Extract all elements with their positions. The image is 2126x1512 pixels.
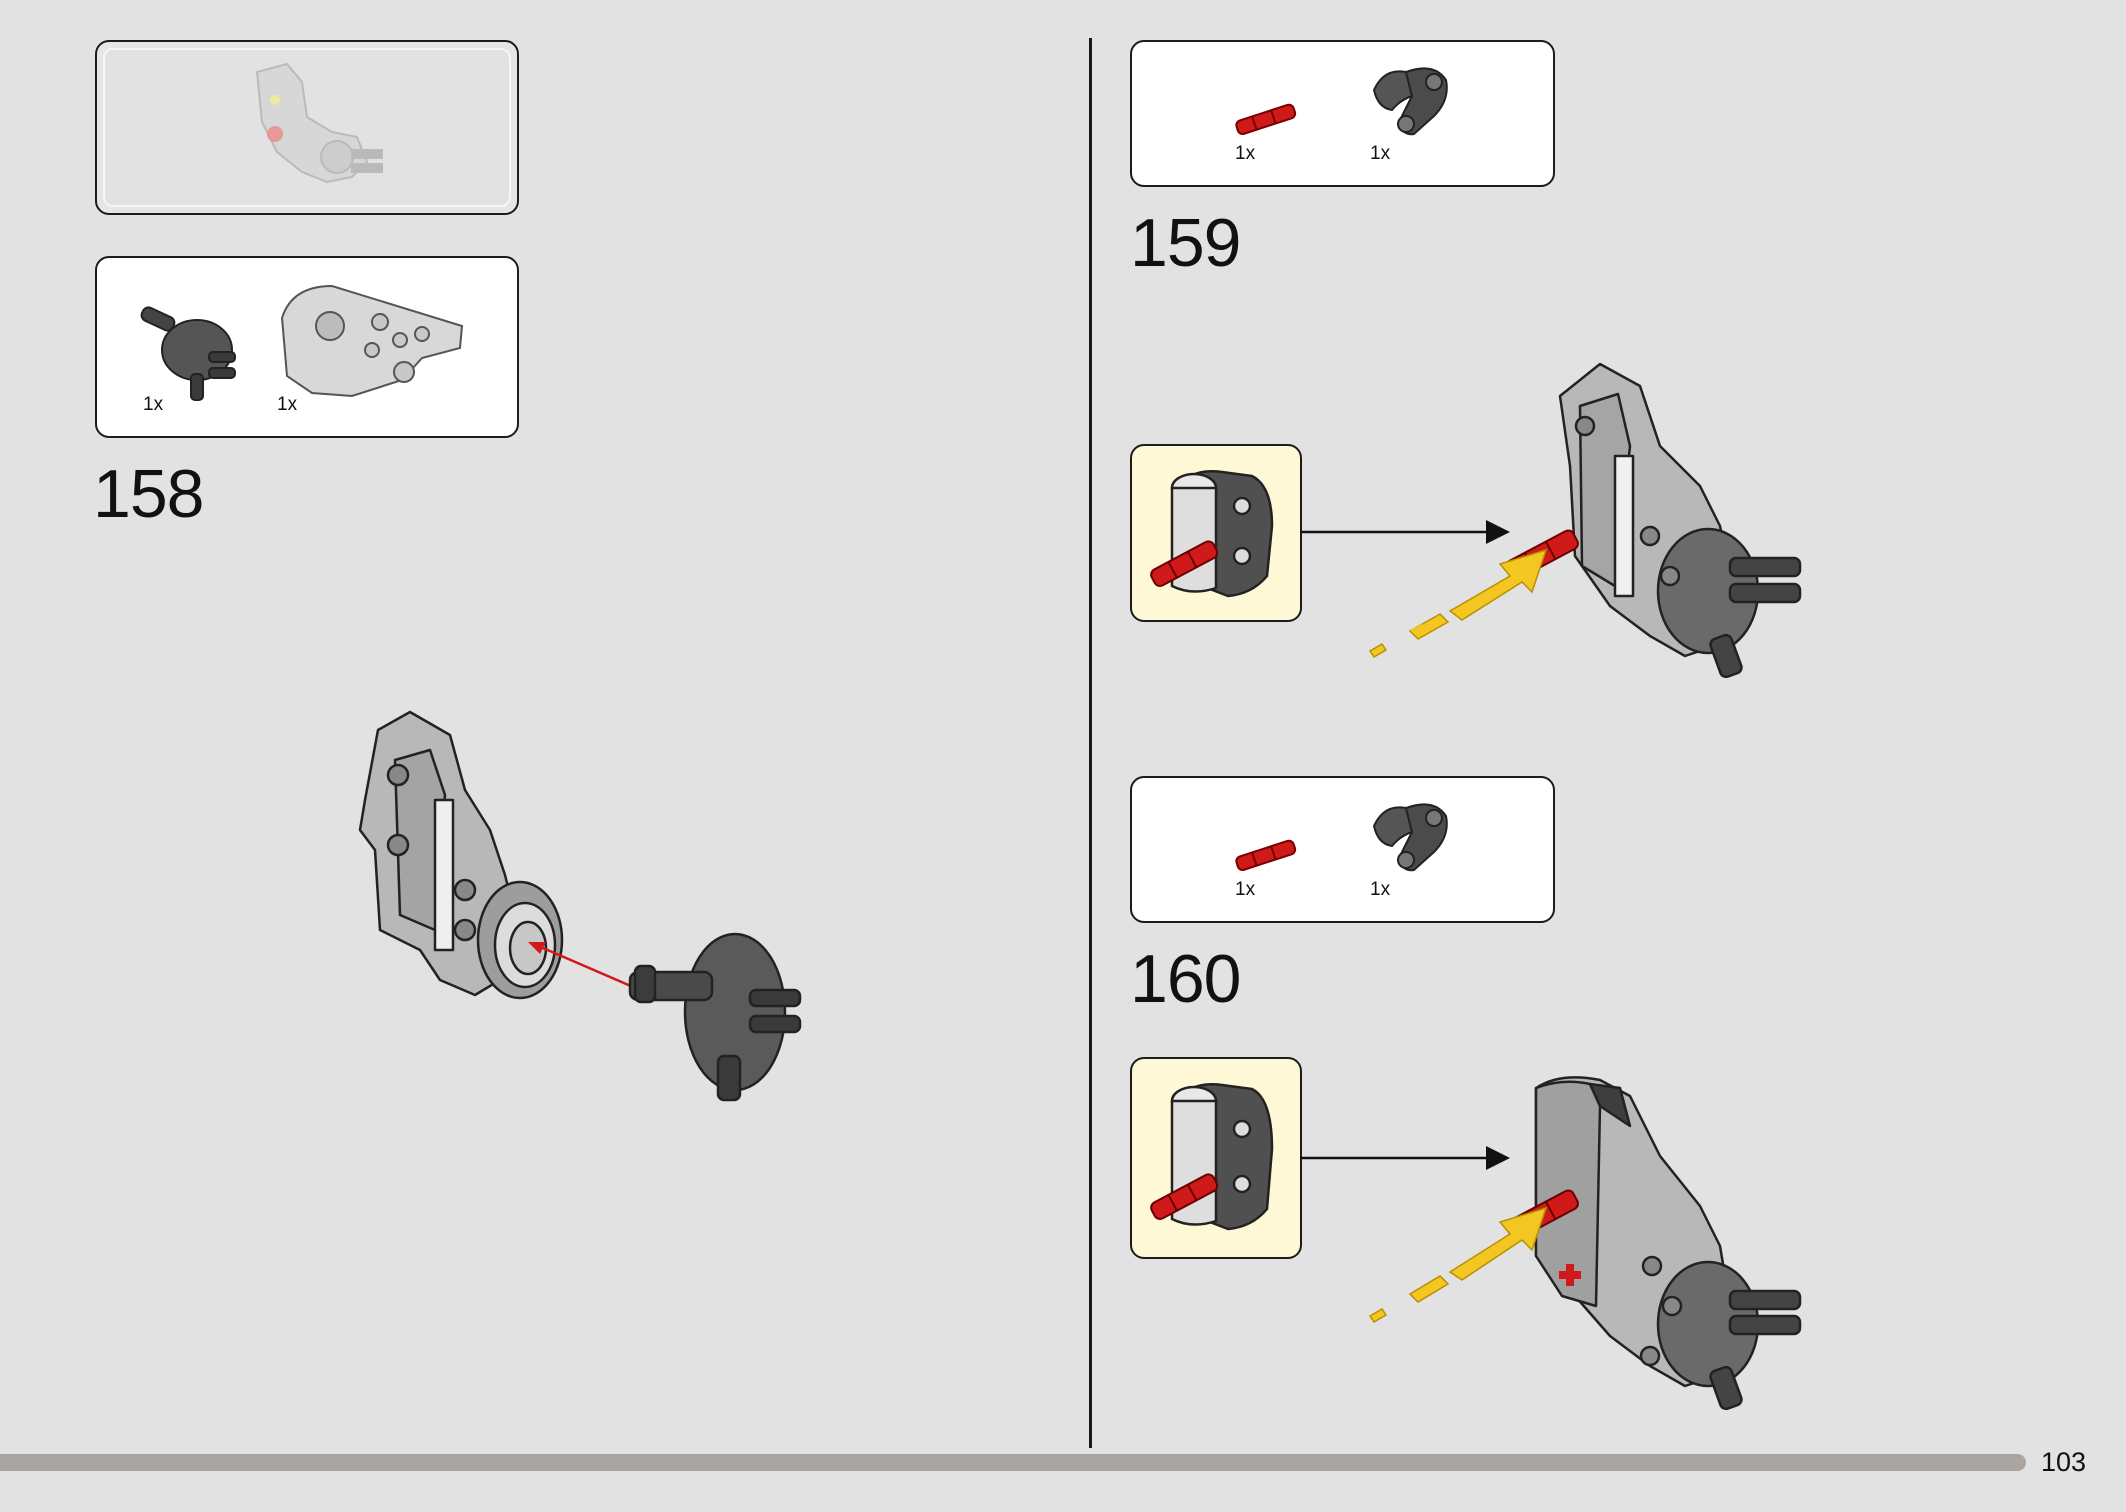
part-qty: 1x bbox=[1235, 879, 1256, 900]
sub-assembly-callout bbox=[1130, 1057, 1302, 1259]
step-number: 159 bbox=[1130, 205, 1241, 281]
connector-with-pin-icon bbox=[1150, 470, 1274, 598]
step-159-assembly-illustration bbox=[1300, 362, 1802, 679]
context-preview-box bbox=[95, 40, 519, 215]
part-qty: 1x bbox=[277, 394, 298, 415]
dark-gray-connector-icon bbox=[1372, 803, 1448, 872]
red-cross-marker-icon bbox=[1559, 1264, 1581, 1286]
yellow-direction-arrow bbox=[1448, 1206, 1548, 1281]
step-number: 158 bbox=[93, 456, 204, 532]
panel-frame-part-icon bbox=[280, 284, 464, 398]
part-qty: 1x bbox=[143, 394, 164, 415]
assembly-preview-icon bbox=[255, 62, 383, 184]
axle-disc-connector-icon bbox=[140, 306, 236, 401]
connector-with-pin-icon bbox=[1150, 1083, 1274, 1231]
red-axle-pin-icon bbox=[1235, 103, 1297, 135]
page-progress-bar bbox=[0, 1454, 2026, 1471]
dark-gray-connector-icon bbox=[1372, 67, 1448, 136]
part-qty: 1x bbox=[1370, 879, 1391, 900]
parts-list-box: 1x 1x bbox=[1130, 40, 1555, 187]
red-axle-pin-icon bbox=[1235, 839, 1297, 871]
part-qty: 1x bbox=[1235, 143, 1256, 164]
parts-list-box: 1x 1x bbox=[95, 256, 519, 438]
step-number: 160 bbox=[1130, 941, 1241, 1017]
parts-list-box: 1x 1x bbox=[1130, 776, 1555, 923]
step-160-assembly-illustration bbox=[1300, 1076, 1802, 1411]
yellow-direction-arrow bbox=[1448, 548, 1548, 621]
page-number: 103 bbox=[2041, 1447, 2087, 1477]
page-divider bbox=[1089, 38, 1092, 1448]
step-158-assembly-illustration bbox=[358, 710, 802, 1102]
part-qty: 1x bbox=[1370, 143, 1391, 164]
sub-assembly-callout bbox=[1130, 444, 1302, 622]
